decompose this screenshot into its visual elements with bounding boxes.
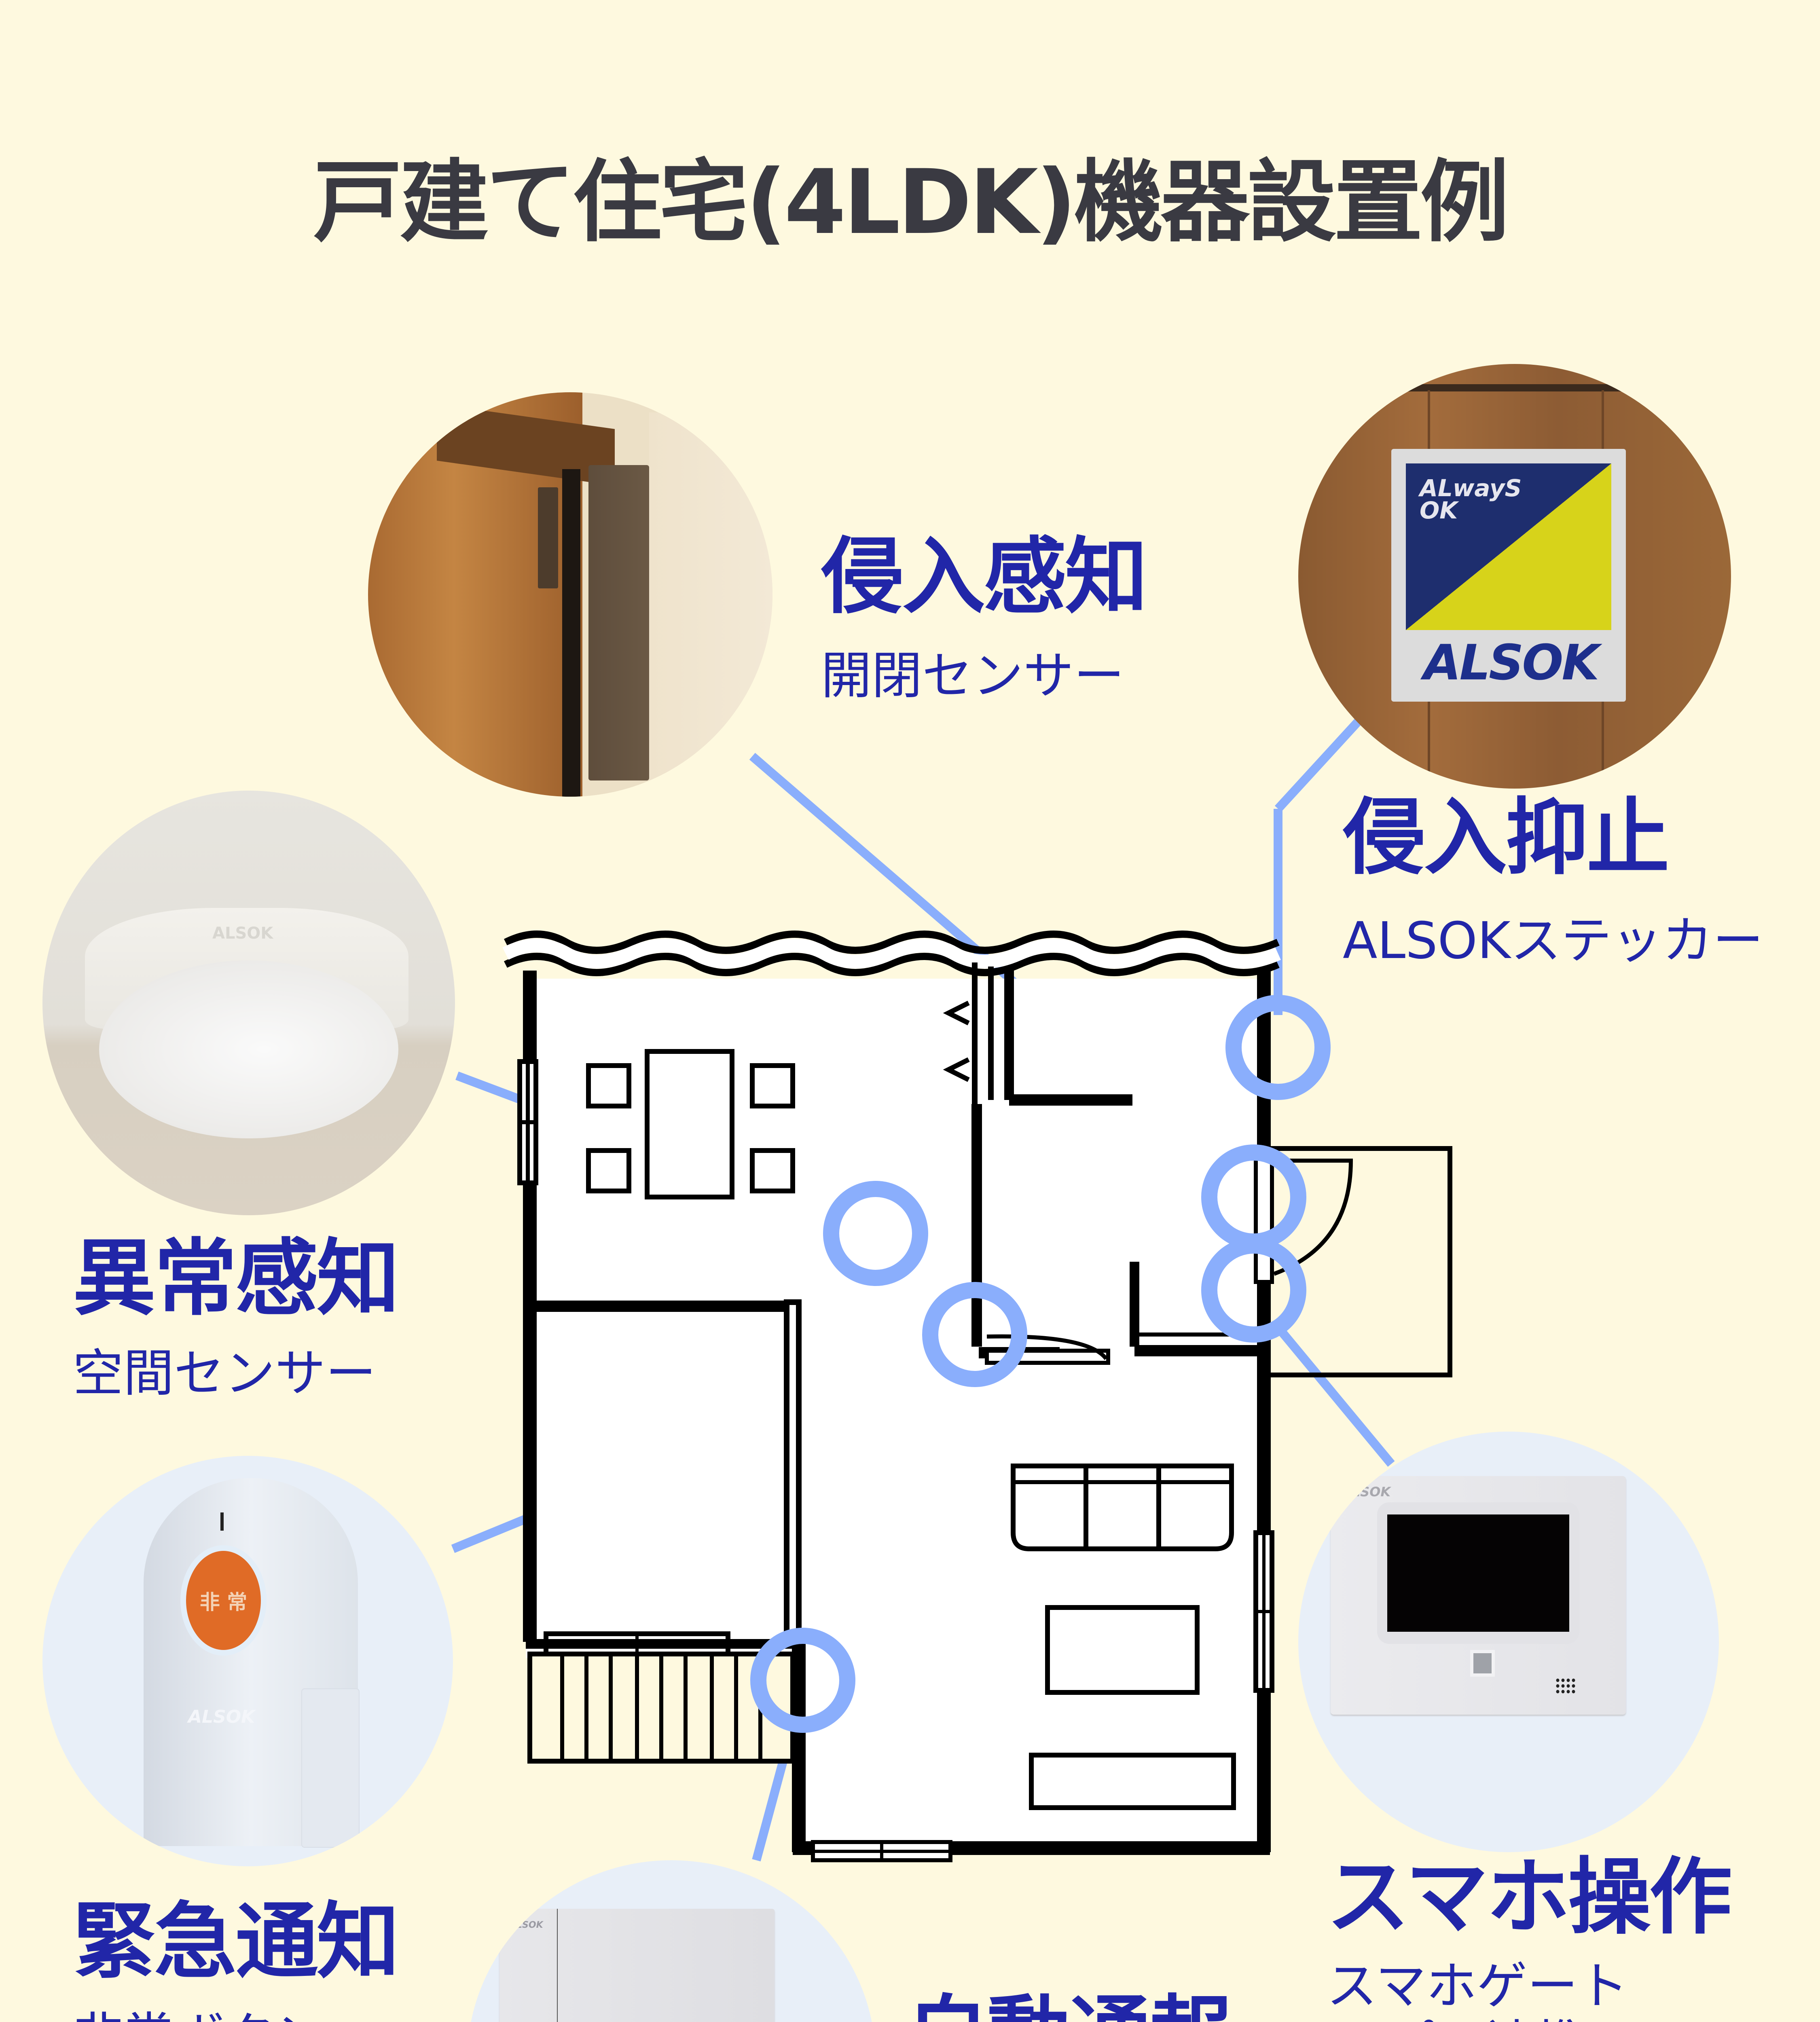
device-label: 開閉センサー	[821, 647, 1124, 705]
category-label: 異常感知	[73, 1231, 400, 1327]
category-label: 緊急通知	[73, 1894, 400, 1990]
category-label: スマホ操作	[1327, 1849, 1732, 1946]
marker-smart-gate[interactable]	[1201, 1237, 1306, 1343]
label-door-sensor: 侵入感知 開閉センサー	[821, 529, 1148, 705]
brand-mark: ALSOK	[1342, 1484, 1391, 1500]
marker-space-sensor[interactable]	[823, 1181, 928, 1286]
marker-sticker[interactable]	[1225, 995, 1331, 1100]
device-label: ALSOKステッカー	[1343, 912, 1763, 970]
door-sensor-photo	[368, 392, 772, 797]
marker-security-unit[interactable]	[750, 1628, 855, 1733]
brand-mark: ALSOK	[188, 1707, 255, 1727]
marker-rings	[750, 995, 1331, 1733]
brand-mark: ALSOK	[510, 1920, 543, 1930]
label-panic-button: 緊急通知 非常ボタン	[73, 1894, 400, 2022]
device-label: スマホゲート	[1327, 1957, 1629, 2016]
label-sticker: 侵入抑止 ALSOKステッカー	[1343, 797, 1763, 970]
panic-button-photo: 非 常 ALSOK	[42, 1456, 453, 1866]
speaker-holes	[1555, 1677, 1576, 1694]
page-title: 戸建て住宅(4LDK)機器設置例	[313, 150, 1509, 254]
category-label: 侵入感知	[821, 529, 1148, 625]
camera	[1470, 1650, 1495, 1677]
device-label: 非常ボタン	[73, 2008, 398, 2022]
sensor-dome	[99, 960, 398, 1138]
marker-panic-button[interactable]	[922, 1282, 1027, 1387]
label-smart-gate: スマホ操作 スマホゲート (アプリ連携)	[1314, 1849, 1732, 2022]
panic-button-red: 非 常	[186, 1551, 261, 1650]
label-space-sensor: 異常感知 空間センサー	[73, 1231, 400, 1403]
device-label: 空間センサー	[73, 1344, 376, 1403]
category-label: 侵入抑止	[1343, 790, 1670, 886]
smart-gate-photo: ALSOK	[1298, 1432, 1719, 1852]
label-security-unit: 自動通報 警備ユニット	[906, 1994, 1233, 2022]
door-sensor-body	[588, 465, 649, 780]
sticker-tagline: ALwayS OK	[1420, 474, 1522, 525]
unit-body: ALSOK ▬ 電源 ▬ 外出 ▬ 在宅 ▬ 解除 警報音停止 S-730	[499, 1909, 775, 2022]
touch-screen	[1387, 1514, 1569, 1632]
panel-body: ALSOK	[1331, 1476, 1626, 1715]
space-sensor-photo: ALSOK	[42, 791, 455, 1215]
device-note: (アプリ連携)	[1314, 2015, 1731, 2022]
brand-mark: ALSOK	[212, 924, 273, 943]
sticker-brand: ALSOK	[1423, 635, 1600, 691]
alsok-sticker: ALwayS OK ALSOK	[1391, 449, 1626, 702]
sticker-photo: ALwayS OK ALSOK	[1298, 364, 1731, 789]
marker-door-sensor[interactable]	[1201, 1144, 1306, 1250]
category-label: 自動通報	[906, 1994, 1233, 2022]
